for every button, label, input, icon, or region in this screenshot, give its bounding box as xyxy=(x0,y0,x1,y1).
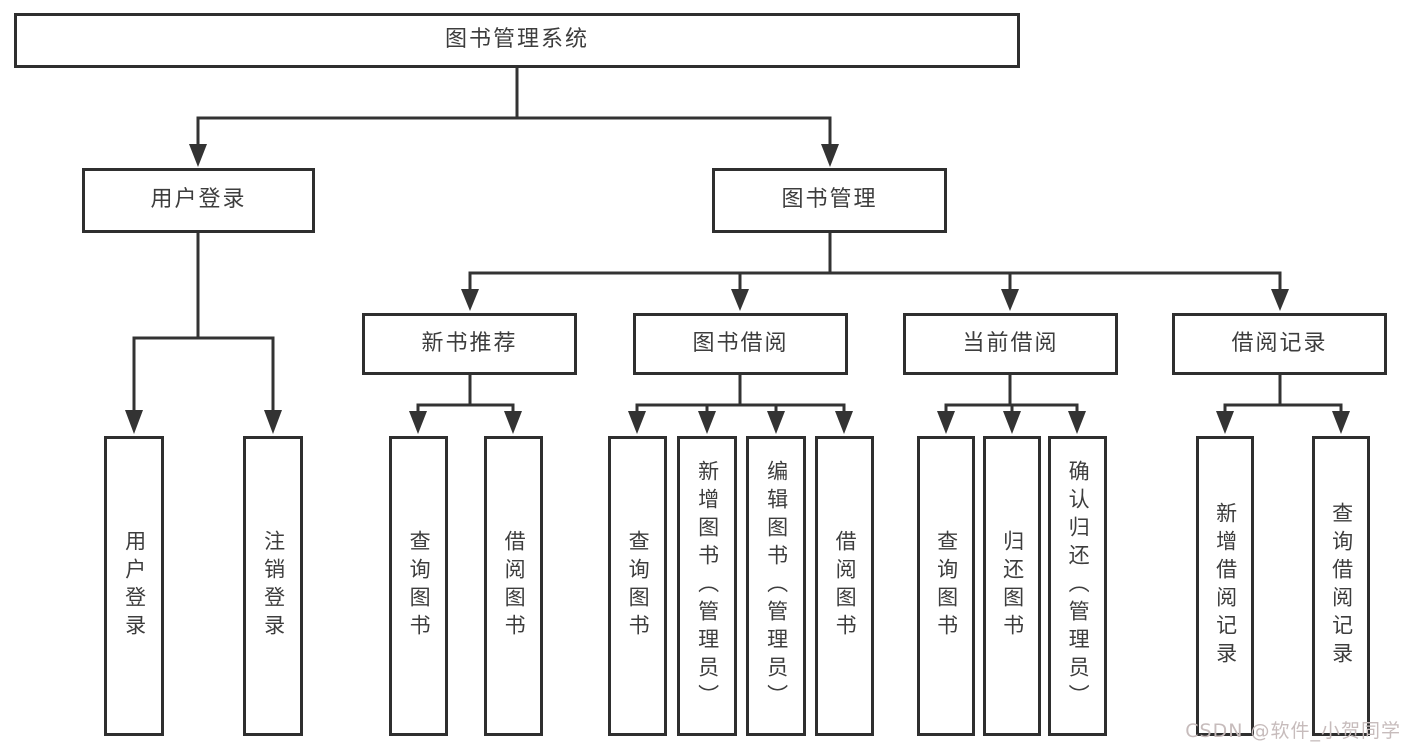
node-label: 查询借阅记录 xyxy=(1329,502,1354,670)
node-label: 借阅记录 xyxy=(1231,330,1328,356)
node-label: 借阅图书 xyxy=(502,530,527,642)
leaf-query-book-1: 查询图书 xyxy=(389,436,448,736)
node-current-borrow: 当前借阅 xyxy=(903,313,1118,375)
node-book-mgmt: 图书管理 xyxy=(712,168,947,233)
node-label: 新书推荐 xyxy=(421,330,518,356)
leaf-query-book-2: 查询图书 xyxy=(608,436,667,736)
node-label: 新增图书（管理员） xyxy=(695,460,720,712)
node-label: 确认归还（管理员） xyxy=(1066,460,1091,712)
node-label: 当前借阅 xyxy=(962,330,1059,356)
leaf-add-borrow-record: 新增借阅记录 xyxy=(1196,436,1254,736)
node-label: 借阅图书 xyxy=(833,530,858,642)
leaf-confirm-return-admin: 确认归还（管理员） xyxy=(1048,436,1107,736)
node-system-root: 图书管理系统 xyxy=(14,13,1020,68)
leaf-query-book-3: 查询图书 xyxy=(917,436,975,736)
node-label: 查询图书 xyxy=(407,530,432,642)
node-book-borrow: 图书借阅 xyxy=(633,313,848,375)
node-label: 注销登录 xyxy=(261,530,286,642)
leaf-logout: 注销登录 xyxy=(243,436,303,736)
leaf-borrow-book-2: 借阅图书 xyxy=(815,436,874,736)
leaf-return-book: 归还图书 xyxy=(983,436,1041,736)
node-label: 用户登录 xyxy=(150,187,247,213)
node-borrow-record: 借阅记录 xyxy=(1172,313,1387,375)
node-user-login: 用户登录 xyxy=(82,168,315,233)
node-label: 用户登录 xyxy=(122,530,147,642)
arrowheads xyxy=(125,144,1350,434)
node-label: 编辑图书（管理员） xyxy=(764,460,789,712)
leaf-query-borrow-record: 查询借阅记录 xyxy=(1312,436,1370,736)
node-label: 查询图书 xyxy=(934,530,959,642)
csdn-watermark: CSDN @软件_小贺同学 xyxy=(1185,720,1401,742)
node-new-book-rec: 新书推荐 xyxy=(362,313,577,375)
node-label: 新增借阅记录 xyxy=(1213,502,1238,670)
node-label: 图书管理 xyxy=(781,187,878,213)
node-label: 归还图书 xyxy=(1000,530,1025,642)
node-label: 查询图书 xyxy=(626,530,651,642)
node-label: 图书管理系统 xyxy=(444,27,589,53)
leaf-user-login: 用户登录 xyxy=(104,436,164,736)
leaf-add-book-admin: 新增图书（管理员） xyxy=(677,436,737,736)
node-label: 图书借阅 xyxy=(692,330,789,356)
leaf-borrow-book-1: 借阅图书 xyxy=(484,436,543,736)
leaf-edit-book-admin: 编辑图书（管理员） xyxy=(746,436,806,736)
